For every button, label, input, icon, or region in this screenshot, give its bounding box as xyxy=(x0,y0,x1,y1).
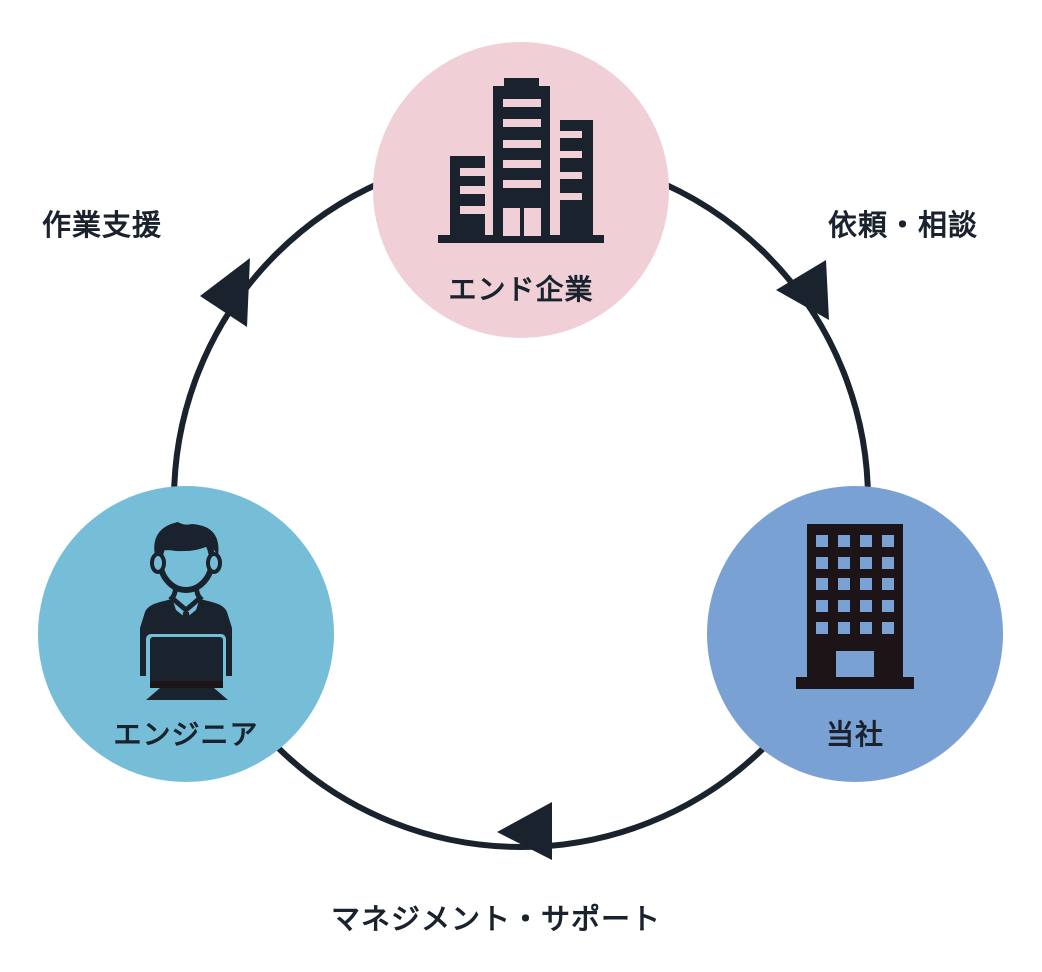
edge-label-support: 作業支援 xyxy=(42,208,163,242)
arrow-head-support xyxy=(200,258,250,327)
our-company-label: 当社 xyxy=(825,718,885,751)
edge-label-management: マネジメント・サポート xyxy=(331,902,662,936)
arrow-head-management xyxy=(497,802,552,860)
arrow-head-request xyxy=(776,260,829,320)
office-building-icon xyxy=(796,524,914,689)
engineer-label: エンジニア xyxy=(113,718,259,751)
node-end-company xyxy=(373,42,669,338)
node-engineer xyxy=(38,486,334,782)
office-buildings-windows xyxy=(460,99,582,236)
engineer-laptop-icon xyxy=(140,522,232,700)
node-our-company xyxy=(707,486,1003,782)
end-company-label: エンド企業 xyxy=(448,273,594,306)
edge-label-request: 依頼・相談 xyxy=(828,208,979,242)
